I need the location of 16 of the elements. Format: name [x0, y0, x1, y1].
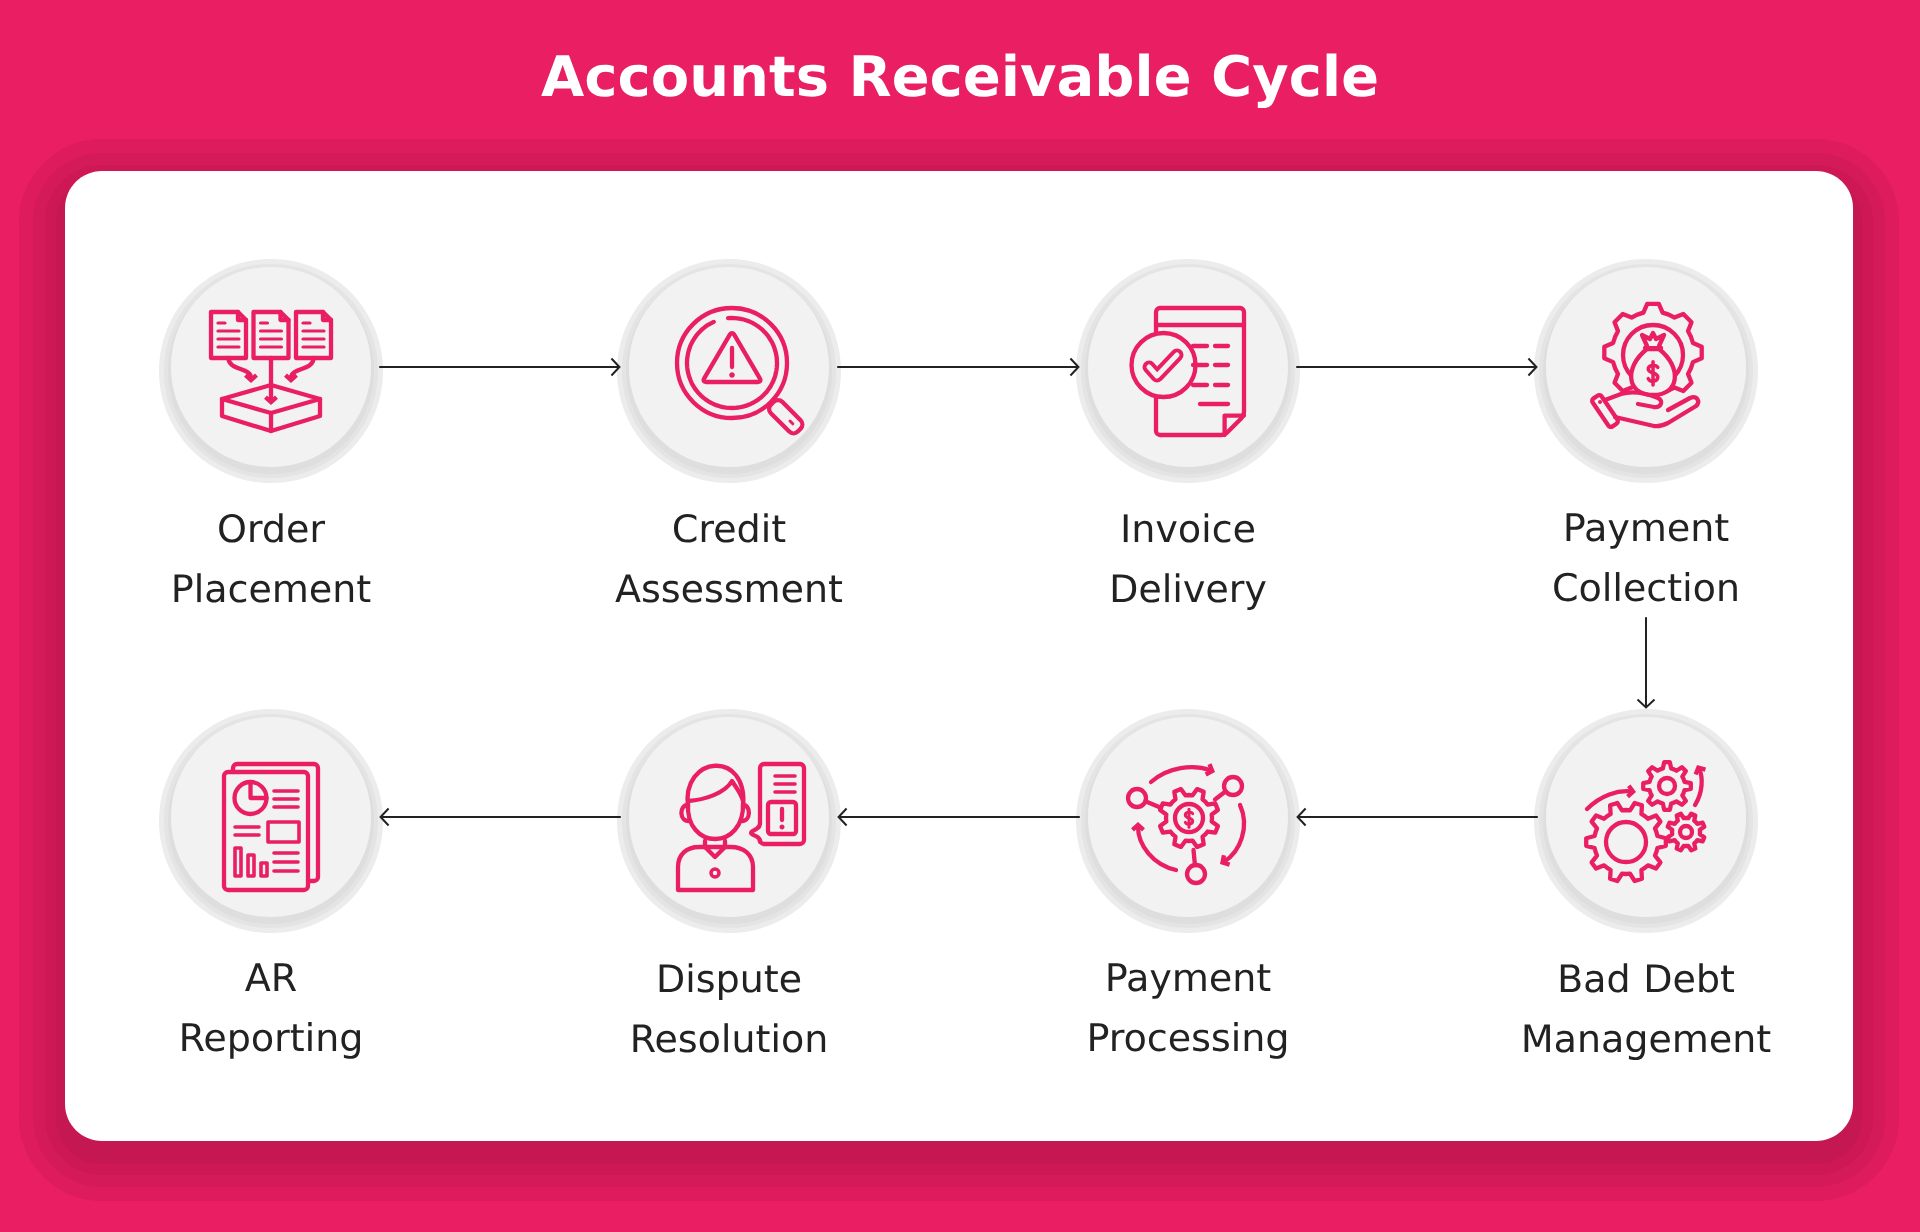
- arrow: [1296, 807, 1539, 827]
- arrow: [378, 357, 621, 377]
- step-label: Bad Debt Management: [1524, 963, 1771, 1060]
- arrow: [1636, 616, 1656, 709]
- step-label: AR Reporting: [182, 963, 360, 1059]
- arrow: [836, 357, 1080, 377]
- step-label: Dispute Resolution: [633, 963, 826, 1053]
- step-label: Credit Assessment: [615, 513, 843, 603]
- step-label: Payment Processing: [1090, 963, 1287, 1059]
- arrow: [1295, 357, 1538, 377]
- step-label: Payment Collection: [1554, 513, 1737, 602]
- step-label: Invoice Delivery: [1112, 513, 1266, 610]
- title: Accounts Receivable Cycle: [541, 53, 1377, 109]
- step-label: Order Placement: [174, 513, 371, 603]
- arrow: [837, 807, 1081, 827]
- arrow: [379, 807, 622, 827]
